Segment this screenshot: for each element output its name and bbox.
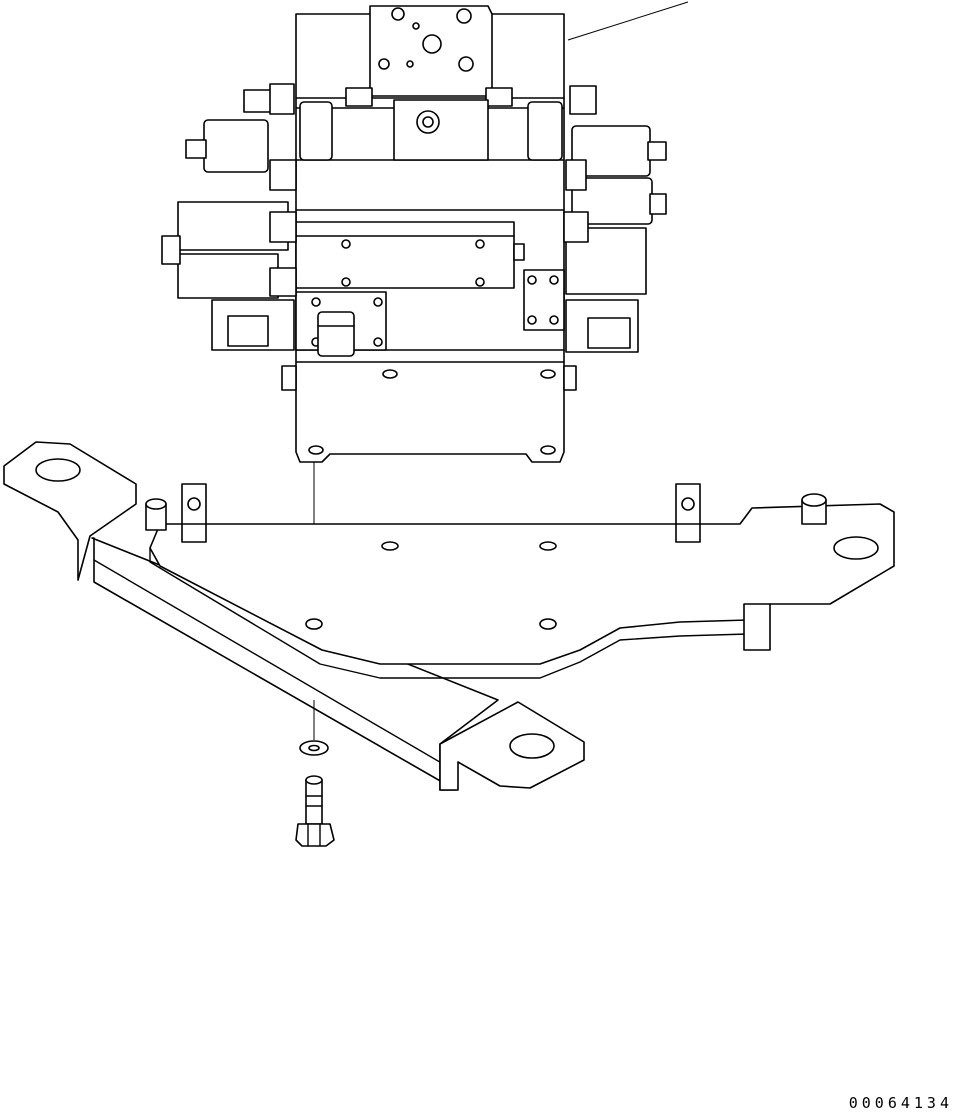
bolt xyxy=(296,776,334,846)
standoff-right xyxy=(802,494,826,524)
top-bolts xyxy=(346,88,512,106)
hose-clamp-right xyxy=(676,484,700,542)
hex-plug xyxy=(318,312,354,356)
callout-leader-line xyxy=(568,2,688,40)
middle-slab xyxy=(296,222,514,288)
drawing-number: 00064134 xyxy=(848,1094,953,1112)
bracket-right-tab xyxy=(744,604,770,650)
bracket-left-tab xyxy=(4,442,136,580)
mounting-bracket xyxy=(4,442,894,790)
washer xyxy=(300,741,328,755)
center-boss xyxy=(394,100,488,160)
bracket-main-plate xyxy=(150,504,894,664)
standoff-left xyxy=(146,499,166,530)
hose-clamp-left xyxy=(182,484,206,542)
control-valve-assembly xyxy=(162,6,666,462)
